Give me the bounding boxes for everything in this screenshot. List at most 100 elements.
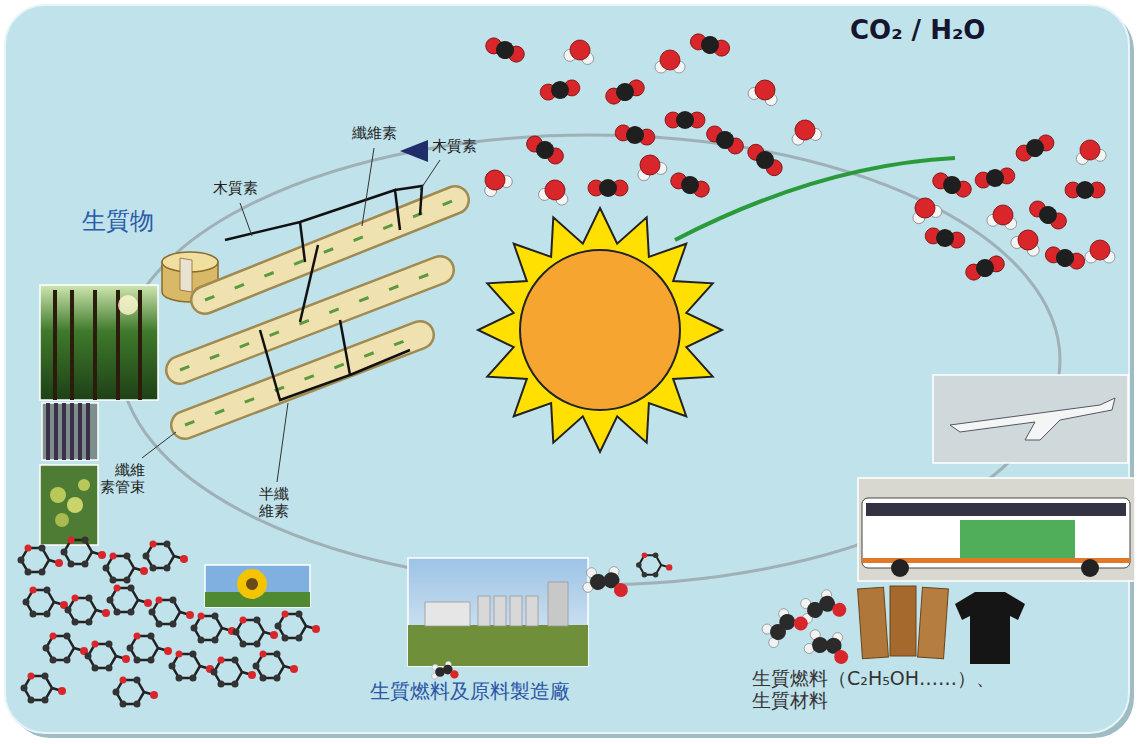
sugar-molecule	[582, 562, 632, 599]
sunflower-photo-frame	[205, 565, 310, 607]
lignin-network	[225, 186, 422, 262]
part-label: 木質素	[432, 138, 477, 155]
bus-advert	[960, 520, 1075, 558]
h2o-molecule	[1085, 240, 1115, 263]
wood-board	[890, 586, 916, 656]
sunlight	[118, 295, 138, 315]
co2-molecule	[703, 122, 747, 158]
co2-molecule	[974, 166, 1017, 191]
forest-photo-frame	[40, 285, 158, 400]
h2o-molecule	[477, 164, 514, 199]
product-label: 生質燃料（C₂H₅OH……）、 生質材料	[752, 668, 1037, 712]
fruit	[55, 513, 69, 527]
leader-line	[420, 160, 440, 190]
wheel	[891, 559, 909, 577]
fruit-photo	[40, 465, 98, 545]
sugar-ring	[127, 632, 173, 663]
wood-samples	[858, 586, 949, 659]
part-label: 纖維素	[352, 125, 397, 142]
silo	[478, 596, 490, 626]
sun-disc	[520, 250, 680, 410]
co2-molecule	[588, 179, 628, 197]
sunflower-photo	[205, 565, 310, 607]
sugar-ring	[211, 656, 257, 687]
part-label: 半纖維素	[258, 486, 290, 521]
factory-photo	[408, 558, 588, 666]
cellulose-lattice	[18, 536, 321, 707]
silo	[510, 596, 522, 626]
co2-molecule	[668, 170, 712, 201]
h2o-molecule	[788, 116, 823, 146]
sugarcane-photo	[42, 403, 98, 460]
sugar-ring	[233, 616, 279, 647]
wheel	[1081, 559, 1099, 577]
leader-line	[362, 148, 374, 226]
background-panel	[5, 5, 1129, 733]
co2-molecule	[603, 77, 647, 108]
plane-photo-frame	[933, 375, 1128, 463]
cycle-arrowhead	[400, 140, 428, 162]
protein-molecule	[432, 661, 459, 679]
forest-photo	[40, 285, 158, 400]
lignin-network	[260, 245, 410, 400]
sun-icon	[478, 208, 722, 452]
sugar-ring	[253, 650, 299, 681]
sugar-ring	[85, 640, 131, 671]
fiber-outline	[185, 335, 420, 425]
sugar-ring	[143, 540, 189, 571]
co2-molecule	[1013, 131, 1057, 164]
fruit	[78, 479, 90, 491]
section-heading: 生質物	[82, 208, 154, 236]
co2-molecule	[523, 132, 567, 168]
sugar-ring	[113, 676, 159, 707]
h2o-molecule	[1073, 138, 1107, 166]
co2-molecule	[1043, 244, 1086, 272]
leader-line	[240, 203, 252, 236]
bus-windows	[866, 503, 1126, 516]
sugar-ring	[275, 610, 321, 641]
sugar-ring	[61, 536, 107, 567]
wood-board	[858, 587, 889, 659]
sugar-ring	[65, 594, 111, 625]
co2-molecule	[1065, 181, 1105, 199]
absorption-arc	[675, 158, 955, 240]
log-cutaway	[180, 258, 192, 292]
tree-trunks	[55, 290, 140, 400]
part-label: 木質素	[213, 180, 258, 197]
co2-molecule	[924, 226, 967, 251]
h2o-molecule	[537, 176, 572, 206]
intermediate-molecules	[432, 553, 673, 680]
h2o-molecule	[746, 75, 782, 107]
sun-rays	[478, 208, 722, 452]
co2-molecule	[614, 123, 657, 148]
co2-molecule	[539, 78, 582, 103]
h2o-molecule	[907, 193, 943, 225]
sugar-ring	[21, 672, 67, 703]
gas-label: CO₂ / H₂O	[850, 16, 985, 46]
tower	[548, 582, 568, 626]
fruit-photo-frame	[40, 465, 98, 545]
plane-photo	[933, 375, 1128, 463]
silo	[494, 596, 506, 626]
leader-line	[277, 403, 288, 482]
ethanol-molecule	[803, 623, 856, 667]
bus-photo	[858, 478, 1135, 581]
wood-board	[918, 587, 949, 659]
fiber-bundle	[185, 335, 420, 425]
sunflower-center	[246, 578, 258, 590]
h2o-molecule	[1009, 225, 1046, 259]
section-heading: 生質燃料及原料製造廠	[370, 680, 570, 703]
bus-body	[862, 498, 1130, 568]
sugar-ring	[107, 584, 153, 615]
co2-h2o-molecules	[477, 31, 1115, 283]
silo	[526, 596, 538, 626]
sunflower-petals	[237, 569, 267, 599]
co2-molecule	[688, 31, 731, 59]
plane	[950, 398, 1115, 440]
hemicellulose-strand	[185, 335, 420, 425]
sugar-ring	[23, 586, 69, 617]
part-label: 纖維素管束	[100, 462, 147, 497]
co2-molecule	[930, 170, 974, 201]
sugar-ring	[103, 552, 149, 583]
co2-molecule	[665, 111, 705, 129]
